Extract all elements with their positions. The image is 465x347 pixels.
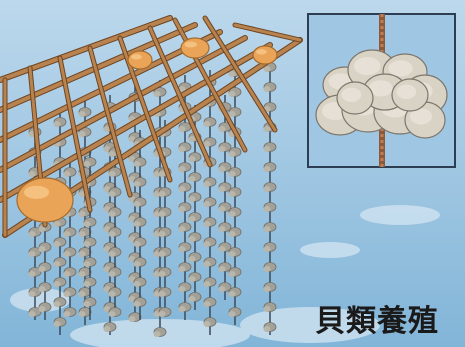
rope-line xyxy=(53,110,67,335)
caption-title: 貝類養殖 xyxy=(315,304,439,339)
rope-line xyxy=(218,95,232,300)
raft-crossbeam xyxy=(202,15,278,133)
rope-line xyxy=(108,140,122,317)
raft-crossbeam xyxy=(232,22,303,43)
float-buoy-icon xyxy=(252,45,278,65)
floats xyxy=(16,37,278,223)
raft-beam xyxy=(0,42,273,203)
rope-line xyxy=(263,55,277,335)
raft-crossbeam xyxy=(147,25,213,168)
float-buoy-icon xyxy=(16,177,74,223)
oyster-cluster-icon xyxy=(315,49,448,139)
raft-crossbeam xyxy=(57,55,93,213)
float-buoy-icon xyxy=(180,37,210,59)
float-buoy-icon xyxy=(127,50,153,70)
rope-line xyxy=(228,60,242,325)
raft-beam xyxy=(0,35,248,173)
inset-panel xyxy=(307,13,456,168)
raft-crossbeam xyxy=(87,45,133,198)
rope-line xyxy=(178,75,192,320)
rope-line xyxy=(78,100,92,325)
